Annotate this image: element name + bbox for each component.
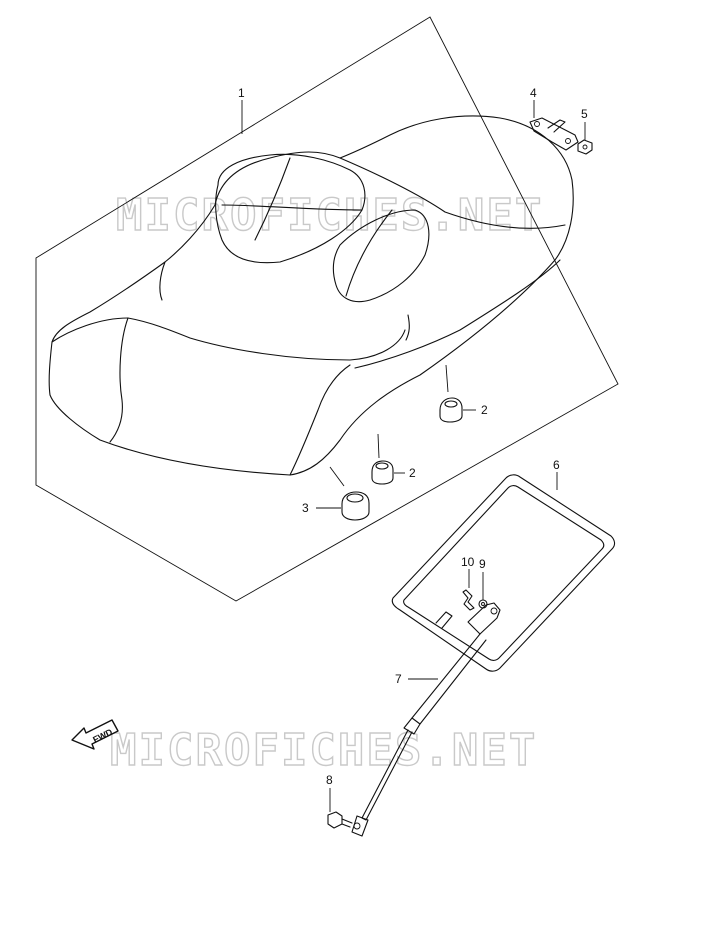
damper-strut-icon [351, 602, 501, 837]
cushion-front-icon [371, 433, 394, 485]
leader-lines [241, 100, 586, 812]
nut-icon [577, 139, 593, 155]
cushion-rear-icon [439, 364, 463, 423]
callout-6: 6 [553, 458, 560, 472]
clip-icon [462, 589, 475, 611]
callout-4: 4 [530, 86, 537, 100]
callout-10: 10 [461, 555, 475, 569]
callout-8: 8 [326, 773, 333, 787]
washer-icon [478, 599, 488, 609]
group-outline [35, 16, 619, 602]
callout-2-rear: 2 [481, 403, 488, 417]
bracket-icon [529, 117, 579, 151]
callout-9: 9 [479, 557, 486, 571]
callout-1: 1 [238, 86, 245, 100]
callout-3: 3 [302, 501, 309, 515]
watermark-bottom: MICROFICHES.NET [110, 725, 537, 776]
trim-seal-icon [391, 474, 616, 672]
callout-7: 7 [395, 672, 402, 686]
callout-2-front: 2 [409, 466, 416, 480]
seat-illustration [48, 115, 574, 476]
callout-5: 5 [581, 107, 588, 121]
cushion-large-icon [329, 466, 370, 521]
bolt-icon [327, 811, 353, 829]
watermark-top: MICROFICHES.NET [116, 190, 543, 241]
